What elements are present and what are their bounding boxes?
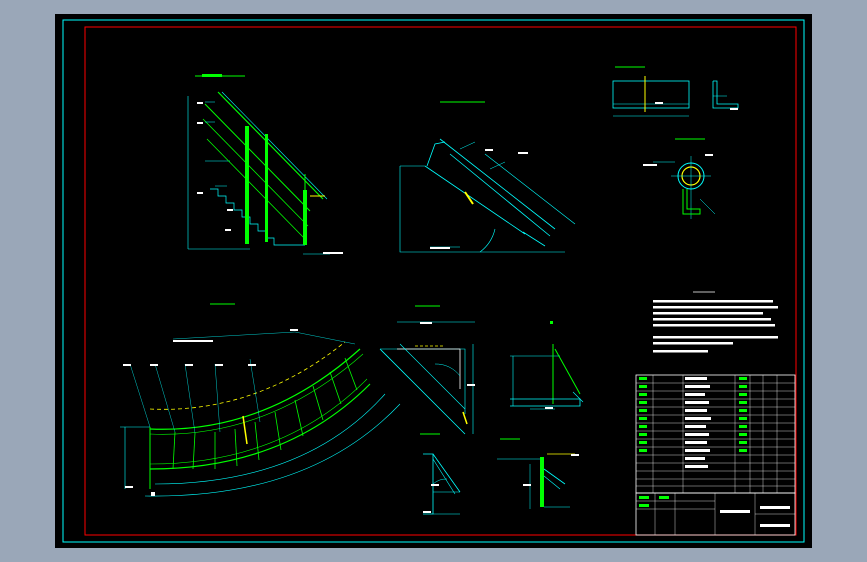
channel-detail-top [612, 66, 739, 117]
dimension-labels [123, 102, 738, 513]
stair-rail-elevation [187, 74, 330, 255]
title-block [635, 492, 796, 536]
drawing-sheet [55, 14, 812, 548]
connection-detail [497, 438, 575, 509]
base-plate-detail [420, 433, 461, 515]
bracket-detail [510, 321, 584, 410]
curved-stair-plan [120, 303, 401, 497]
outer-frame [62, 19, 805, 543]
parts-list [635, 374, 796, 494]
cad-drawing [62, 19, 805, 543]
inclined-section [399, 101, 576, 253]
technical-notes [653, 291, 778, 353]
angle-section [379, 305, 475, 435]
ring-node-detail [653, 138, 716, 219]
inner-frame [84, 26, 797, 536]
